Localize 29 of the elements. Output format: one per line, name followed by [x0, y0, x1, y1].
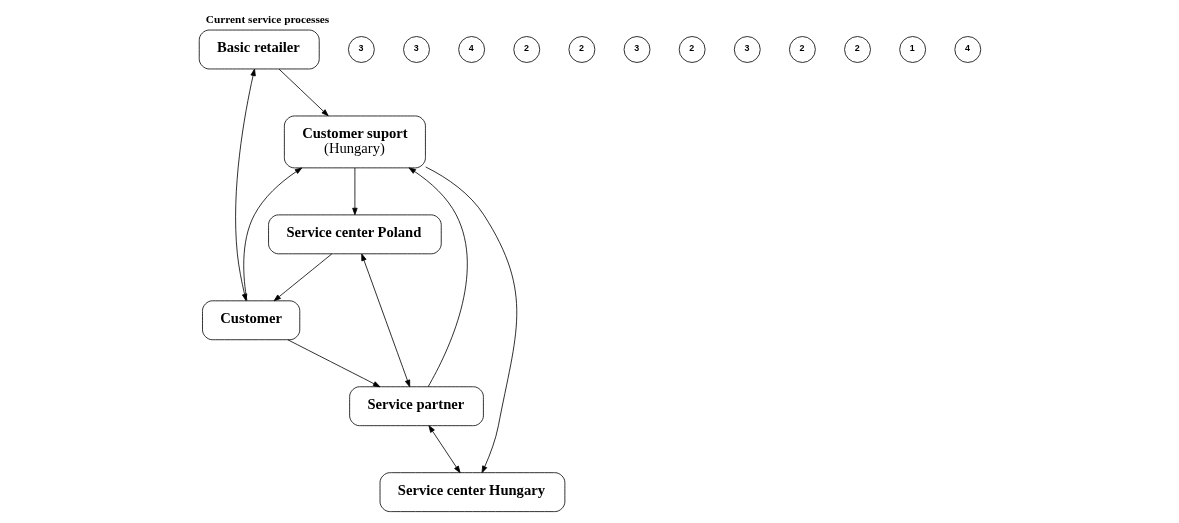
node-circle: 2: [568, 36, 595, 63]
node-circle: 3: [347, 36, 375, 63]
arrow: [408, 167, 468, 388]
arrow: [428, 425, 460, 474]
node-circle: 2: [512, 36, 540, 63]
arrow: [234, 68, 256, 302]
node-circle: 2: [788, 36, 816, 63]
node-circle: 1: [898, 36, 926, 63]
node-circle: 2: [678, 36, 706, 63]
arrow: [286, 339, 380, 388]
node-circle: 2: [843, 36, 871, 63]
diagram-title: Current service processes: [205, 12, 329, 25]
node-box: Service partner: [348, 386, 484, 427]
arrow: [273, 253, 332, 302]
arrow: [360, 253, 410, 388]
node-circle: 4: [457, 36, 485, 63]
node-circle: 3: [402, 36, 430, 63]
arrow: [278, 68, 329, 117]
arrow: [424, 166, 517, 474]
node-box: Basic retailer: [198, 29, 320, 70]
node-circle: 3: [733, 36, 761, 63]
arrow: [351, 167, 358, 216]
node-box: Service center Poland: [267, 214, 442, 255]
node-circle: 4: [953, 36, 981, 63]
node-circle: 3: [623, 36, 650, 63]
arrow: [242, 167, 302, 301]
node-box: Customer suport (Hungary): [283, 115, 426, 169]
node-box: Customer: [201, 300, 300, 341]
node-box: Service center Hungary: [379, 472, 565, 512]
